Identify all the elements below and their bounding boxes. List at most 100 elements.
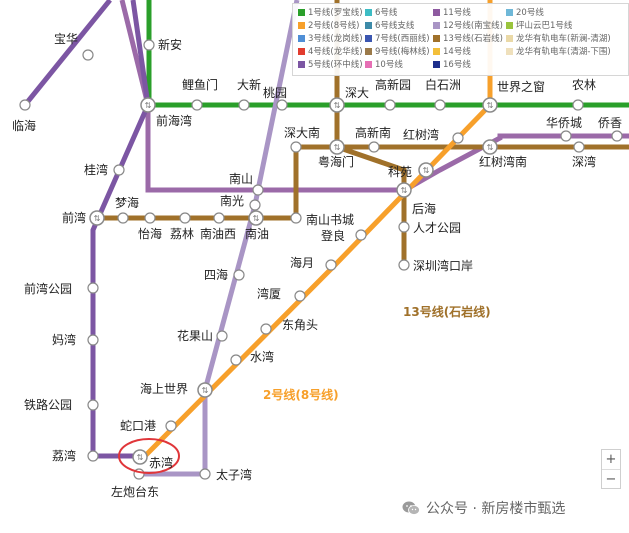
legend-item[interactable]: 龙华有轨电车(新澜-清湖) — [506, 34, 611, 44]
station-label[interactable]: 前湾公园 — [24, 281, 72, 296]
station-label[interactable]: 登良 — [321, 228, 345, 243]
legend-item[interactable]: 6号线 — [365, 8, 397, 18]
station-node[interactable] — [87, 282, 99, 294]
station-label[interactable]: 人才公园 — [413, 221, 461, 235]
legend-item[interactable]: 3号线(龙岗线) — [298, 34, 363, 44]
station-node[interactable] — [144, 212, 156, 224]
station-label[interactable]: 东角头 — [282, 318, 318, 332]
zoom-in-button[interactable]: + — [602, 450, 620, 470]
station-node[interactable] — [398, 221, 410, 233]
station-label[interactable]: 海上世界 — [140, 381, 188, 396]
zoom-out-button[interactable]: − — [605, 472, 617, 487]
transfer-station[interactable] — [482, 97, 498, 113]
station-label[interactable]: 华侨城 — [546, 116, 582, 130]
legend-item[interactable]: 14号线 — [433, 47, 471, 57]
legend-item[interactable]: 5号线(环中线) — [298, 60, 363, 70]
station-node[interactable] — [216, 330, 228, 342]
station-label[interactable]: 深圳湾口岸 — [413, 258, 473, 273]
station-label[interactable]: 南山书城 — [306, 212, 354, 227]
station-label[interactable]: 世界之窗 — [497, 80, 545, 94]
station-label[interactable]: 铁路公园 — [24, 397, 72, 412]
legend-item[interactable]: 4号线(龙华线) — [298, 47, 363, 57]
station-node[interactable] — [19, 99, 31, 111]
station-node[interactable] — [260, 323, 272, 335]
station-node[interactable] — [87, 399, 99, 411]
station-node[interactable] — [325, 259, 337, 271]
station-label[interactable]: 南油西 — [200, 226, 236, 241]
legend-item[interactable]: 7号线(西丽线) — [365, 34, 430, 44]
station-label[interactable]: 太子湾 — [216, 467, 252, 482]
station-node[interactable] — [252, 184, 264, 196]
station-node[interactable] — [117, 212, 129, 224]
station-node[interactable] — [238, 99, 250, 111]
station-label[interactable]: 前湾 — [62, 210, 86, 225]
station-label[interactable]: 深湾 — [572, 154, 596, 169]
transfer-station[interactable] — [329, 97, 345, 113]
station-label[interactable]: 深大 — [345, 86, 369, 100]
station-label[interactable]: 侨香 — [598, 116, 622, 130]
station-node[interactable] — [191, 99, 203, 111]
legend-item[interactable]: 1号线(罗宝线) — [298, 8, 363, 18]
legend-item[interactable]: 11号线 — [433, 8, 471, 18]
transfer-station[interactable] — [482, 139, 498, 155]
station-node[interactable] — [113, 164, 125, 176]
station-label[interactable]: 湾厦 — [257, 286, 281, 301]
station-label[interactable]: 南光 — [220, 193, 244, 208]
station-label[interactable]: 赤湾 — [149, 455, 173, 470]
legend-item[interactable]: 坪山云巴1号线 — [506, 21, 572, 31]
station-label[interactable]: 深大南 — [284, 125, 320, 140]
station-label[interactable]: 海月 — [290, 255, 314, 270]
station-node[interactable] — [290, 141, 302, 153]
station-label[interactable]: 南油 — [245, 226, 269, 241]
station-label[interactable]: 妈湾 — [52, 332, 76, 347]
station-label[interactable]: 水湾 — [250, 349, 274, 364]
station-label[interactable]: 高新南 — [355, 125, 391, 140]
station-label[interactable]: 临海 — [12, 118, 36, 133]
station-node[interactable] — [230, 354, 242, 366]
station-label[interactable]: 红树湾南 — [479, 154, 527, 169]
legend-item[interactable]: 20号线 — [506, 8, 544, 18]
station-label[interactable]: 大新 — [237, 77, 261, 92]
station-label[interactable]: 宝华 — [54, 32, 78, 46]
station-node[interactable] — [233, 269, 245, 281]
station-label[interactable]: 左炮台东 — [111, 484, 159, 499]
station-label[interactable]: 蛇口港 — [120, 418, 156, 433]
station-node[interactable] — [398, 259, 410, 271]
station-label[interactable]: 粤海门 — [318, 154, 354, 169]
station-label[interactable]: 前海湾 — [156, 113, 192, 128]
station-label[interactable]: 四海 — [204, 267, 228, 282]
station-node[interactable] — [294, 290, 306, 302]
station-node[interactable] — [290, 212, 302, 224]
transfer-station[interactable] — [132, 449, 148, 465]
station-label[interactable]: 花果山 — [177, 328, 213, 343]
station-node[interactable] — [560, 130, 572, 142]
legend-item[interactable]: 16号线 — [433, 60, 471, 70]
station-label[interactable]: 怡海 — [138, 226, 162, 241]
legend-item[interactable]: 9号线(梅林线) — [365, 47, 430, 57]
legend-item[interactable]: 龙华有轨电车(清湖-下围) — [506, 47, 611, 57]
legend-item[interactable]: 12号线(南宝线) — [433, 21, 503, 31]
station-label[interactable]: 桃园 — [263, 85, 287, 100]
station-node[interactable] — [573, 141, 585, 153]
legend-item[interactable]: 13号线(石岩线) — [433, 34, 503, 44]
station-node[interactable] — [611, 130, 623, 142]
station-label[interactable]: 荔林 — [170, 227, 194, 241]
transfer-station[interactable] — [197, 382, 213, 398]
legend-item[interactable]: 2号线(8号线) — [298, 21, 359, 31]
station-node[interactable] — [249, 199, 261, 211]
station-node[interactable] — [165, 420, 177, 432]
transfer-station[interactable] — [89, 210, 105, 226]
transfer-station[interactable] — [396, 182, 412, 198]
transfer-station[interactable] — [329, 139, 345, 155]
station-node[interactable] — [213, 212, 225, 224]
station-node[interactable] — [87, 334, 99, 346]
legend-item[interactable]: 10号线 — [365, 60, 403, 70]
transfer-station[interactable] — [418, 162, 434, 178]
transfer-station[interactable] — [248, 210, 264, 226]
station-node[interactable] — [572, 99, 584, 111]
station-label[interactable]: 红树湾 — [403, 127, 439, 142]
station-node[interactable] — [368, 141, 380, 153]
station-node[interactable] — [434, 99, 446, 111]
